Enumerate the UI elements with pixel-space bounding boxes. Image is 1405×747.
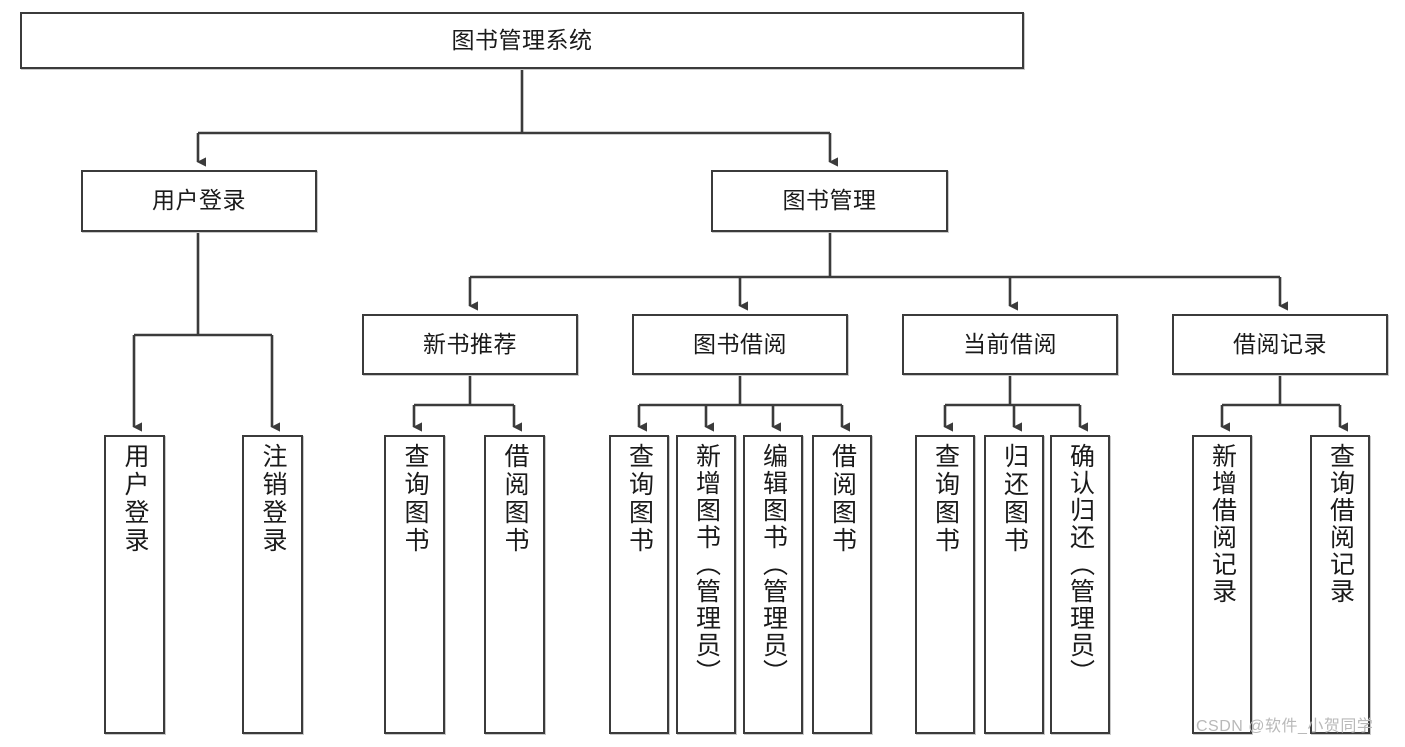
leaf-current-confirm-return-admin[interactable]: 确认归还（管理员） [1050, 435, 1110, 734]
leaf-recommend-query-book[interactable]: 查询图书 [384, 435, 445, 734]
node-new-book-recommend[interactable]: 新书推荐 [362, 314, 578, 375]
leaf-user-login-signin[interactable]: 用户登录 [104, 435, 165, 734]
node-label: 借阅图书 [828, 443, 857, 555]
node-label: 当前借阅 [963, 330, 1057, 357]
leaf-user-login-signout[interactable]: 注销登录 [242, 435, 303, 734]
node-book-borrow[interactable]: 图书借阅 [632, 314, 848, 375]
node-label: 新增图书（管理员） [692, 443, 721, 686]
leaf-borrow-borrow-book[interactable]: 借阅图书 [812, 435, 872, 734]
node-label: 注销登录 [259, 443, 287, 555]
leaf-current-query-book[interactable]: 查询图书 [915, 435, 975, 734]
leaf-borrow-query-book[interactable]: 查询图书 [609, 435, 669, 734]
node-label: 确认归还（管理员） [1066, 443, 1095, 686]
node-label: 图书管理 [782, 187, 877, 214]
leaf-borrow-add-book-admin[interactable]: 新增图书（管理员） [676, 435, 736, 734]
node-label: 查询借阅记录 [1326, 443, 1355, 605]
node-label: 归还图书 [1000, 443, 1029, 555]
node-label: 查询图书 [401, 443, 429, 555]
node-label: 用户登录 [152, 187, 246, 214]
node-label: 新书推荐 [423, 330, 517, 357]
node-label: 借阅图书 [501, 443, 529, 555]
leaf-borrow-edit-book-admin[interactable]: 编辑图书（管理员） [743, 435, 803, 734]
leaf-recommend-borrow-book[interactable]: 借阅图书 [484, 435, 545, 734]
leaf-current-return-book[interactable]: 归还图书 [984, 435, 1044, 734]
leaf-record-query-record[interactable]: 查询借阅记录 [1310, 435, 1370, 734]
node-label: 借阅记录 [1233, 330, 1327, 357]
node-borrow-record[interactable]: 借阅记录 [1172, 314, 1388, 375]
node-label: 图书借阅 [693, 330, 787, 357]
leaf-record-add-record[interactable]: 新增借阅记录 [1192, 435, 1252, 734]
node-label: 图书管理系统 [451, 26, 593, 53]
node-user-login[interactable]: 用户登录 [81, 170, 317, 232]
node-label: 新增借阅记录 [1208, 443, 1237, 605]
node-root-system[interactable]: 图书管理系统 [20, 12, 1024, 69]
node-label: 查询图书 [931, 443, 960, 555]
node-book-management[interactable]: 图书管理 [711, 170, 948, 232]
node-label: 用户登录 [121, 443, 149, 555]
node-current-borrow[interactable]: 当前借阅 [902, 314, 1118, 375]
node-label: 查询图书 [625, 443, 654, 555]
node-label: 编辑图书（管理员） [759, 443, 788, 686]
